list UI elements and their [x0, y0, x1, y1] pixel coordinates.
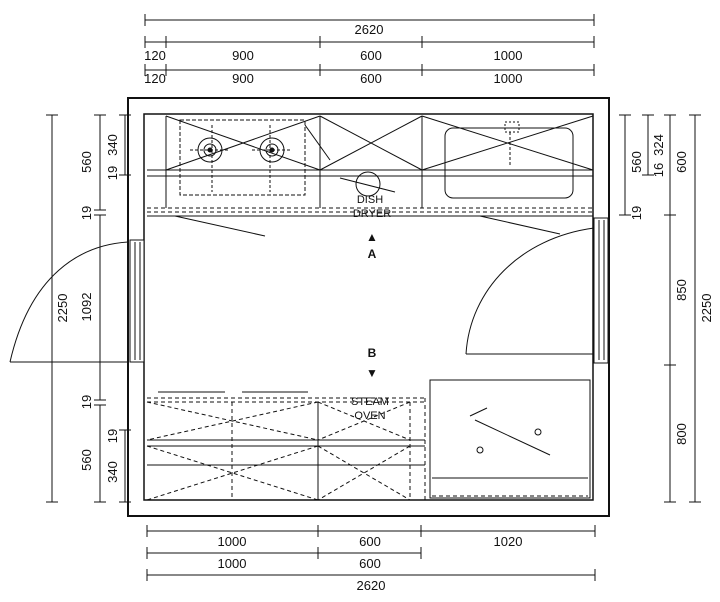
dim-top-r1-3: 1000 [494, 48, 523, 63]
steam-oven-label-2: OVEN [354, 410, 385, 422]
dim-bottom-r1-0: 1000 [218, 534, 247, 549]
dim-right-outer: 2250 [699, 294, 714, 323]
right-dimensions [619, 114, 701, 503]
dim-left-gap-top: 19 [79, 206, 94, 220]
right-lower-counter [429, 379, 591, 499]
dim-bottom-r2-0: 1000 [218, 556, 247, 571]
sink [444, 121, 574, 199]
dim-top-total: 2620 [355, 22, 384, 37]
arrow-down-icon: ▼ [366, 366, 378, 380]
dim-left-lower-strip: 19 [105, 429, 120, 443]
steam-oven-label-1: STEAM [351, 396, 389, 408]
dim-bottom-r1-1: 600 [359, 534, 381, 549]
dim-top-r2-0: 120 [144, 71, 166, 86]
dish-dryer-label-2: DRYER [353, 208, 391, 220]
dim-left-upper-strip: 19 [105, 166, 120, 180]
dim-top-r1-0: 120 [144, 48, 166, 63]
dim-left-lower: 560 [79, 449, 94, 471]
room-walls [127, 97, 610, 517]
marker-a: A [368, 247, 377, 261]
dim-right-lower: 800 [674, 423, 689, 445]
dim-left-upper-inner: 340 [105, 134, 120, 156]
bottom-dimensions [146, 525, 596, 581]
dim-top-r1-2: 600 [360, 48, 382, 63]
top-dimensions [144, 14, 595, 76]
dim-bottom-r1-2: 1020 [494, 534, 523, 549]
cooktop [179, 119, 331, 196]
arrow-up-icon: ▲ [366, 230, 378, 244]
dim-left-lower-inner: 340 [105, 461, 120, 483]
dim-top-r2-2: 600 [360, 71, 382, 86]
dim-top-r2-1: 900 [232, 71, 254, 86]
dim-top-r2-3: 1000 [494, 71, 523, 86]
dim-right-top-600: 600 [674, 151, 689, 173]
dim-right-upper-strip: 16 [651, 163, 666, 177]
dish-dryer-label-1: DISH [357, 194, 383, 206]
dim-right-middle: 850 [674, 279, 689, 301]
dish-dryer [339, 171, 396, 197]
dim-bottom-r2-1: 600 [359, 556, 381, 571]
dim-left-outer: 2250 [55, 294, 70, 323]
annotation-labels: DISH DRYER ▲ A B ▼ STEAM OVEN [351, 194, 391, 422]
dim-left-middle: 1092 [79, 293, 94, 322]
dim-left-upper: 560 [79, 151, 94, 173]
dim-left-gap-bottom: 19 [79, 395, 94, 409]
right-door [465, 217, 609, 364]
dim-right-upper-inner: 324 [651, 134, 666, 156]
dim-bottom-total: 2620 [357, 578, 386, 593]
left-door [9, 239, 145, 363]
dimension-labels: 2620 120 900 600 1000 120 900 600 1000 1… [55, 22, 714, 593]
dim-top-r1-1: 900 [232, 48, 254, 63]
marker-b: B [368, 346, 377, 360]
dim-right-gap: 19 [629, 206, 644, 220]
upper-cabinets [147, 115, 594, 237]
lower-cabinets [146, 391, 426, 501]
dim-right-upper: 560 [629, 151, 644, 173]
